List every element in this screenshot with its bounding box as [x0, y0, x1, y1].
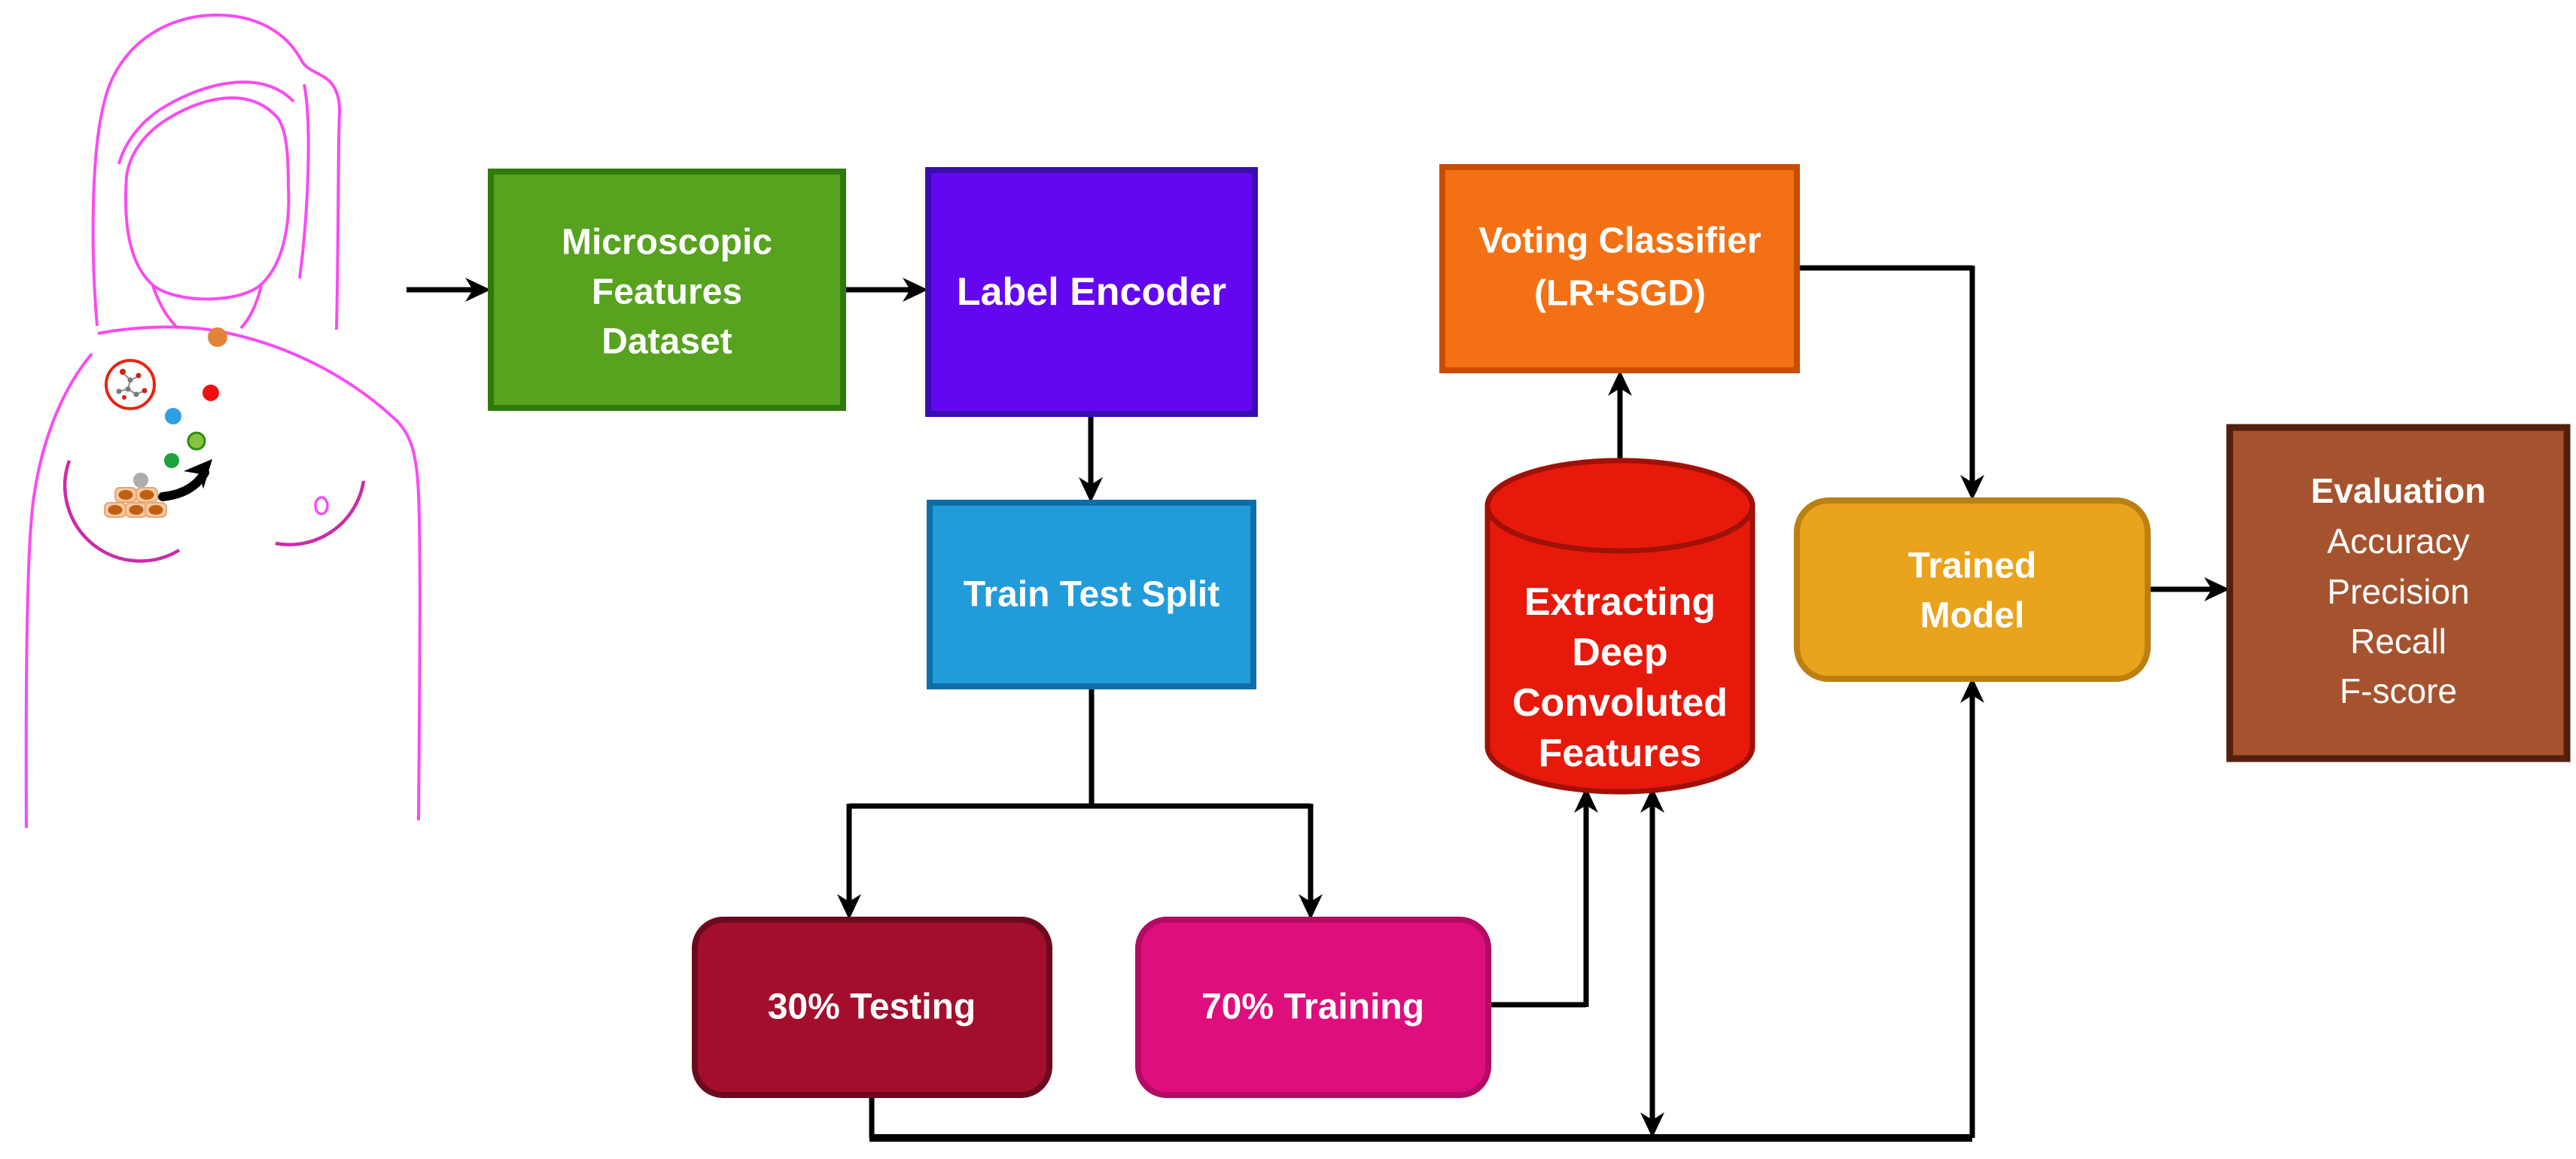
- node-evaluation: Evaluation Accuracy Precision Recall F-s…: [2226, 424, 2571, 762]
- trained-model-label-line: Model: [1920, 596, 2025, 636]
- cell-dot-orange: [208, 327, 227, 347]
- connectors: [406, 265, 2230, 1142]
- tumor-cell: [145, 502, 167, 518]
- arrowhead: [1079, 477, 1103, 503]
- node-voting-classifier: Voting Classifier (LR+SGD): [1439, 164, 1800, 373]
- arrowhead: [1960, 677, 1984, 703]
- curved-arrow-icon: [158, 459, 212, 501]
- dataset-label-line: Microscopic: [562, 223, 772, 263]
- arrowhead: [1608, 370, 1632, 396]
- face-outline: [124, 176, 291, 301]
- node-training-70: 70% Training: [1135, 917, 1491, 1098]
- cell-dot-green: [164, 453, 179, 468]
- neck-right-line: [239, 285, 263, 330]
- node-trained-model: Trained Model: [1794, 497, 2151, 682]
- label-encoder-label: Label Encoder: [957, 270, 1226, 314]
- voting-classifier-label-line: Voting Classifier: [1478, 221, 1761, 261]
- evaluation-metric: Recall: [2350, 622, 2447, 661]
- trained-model-box: [1794, 497, 2151, 682]
- dataset-box: [488, 169, 846, 411]
- node-testing-30: 30% Testing: [692, 917, 1052, 1098]
- tumor-cell: [104, 502, 126, 518]
- cylinder-top: [1484, 458, 1755, 554]
- features-db-label-line: Features: [1539, 732, 1702, 775]
- arrowhead: [1640, 1112, 1664, 1138]
- hair-bang-line-outer: [117, 81, 295, 165]
- train-test-split-label: Train Test Split: [964, 575, 1220, 615]
- features-db-label-line: Extracting: [1524, 580, 1716, 624]
- dataset-label-line: Features: [592, 272, 742, 312]
- neck-left-line: [151, 285, 179, 330]
- evaluation-box: [2226, 424, 2571, 762]
- features-db-label-line: Deep: [1572, 631, 1667, 674]
- torso-left-line: [24, 352, 93, 829]
- tumor-cell: [114, 487, 137, 503]
- dataset-label-line: Dataset: [601, 322, 732, 362]
- cylinder-body: [1484, 503, 1755, 795]
- cell-dot-blue: [165, 408, 181, 424]
- arrowhead: [1574, 787, 1598, 813]
- evaluation-metric: Accuracy: [2327, 522, 2469, 561]
- arrowhead: [1960, 475, 1984, 500]
- cell-dot-lightgreen: [187, 431, 206, 451]
- arrowhead: [837, 894, 861, 920]
- arrowhead: [1640, 787, 1664, 813]
- trained-model-label-line: Trained: [1908, 546, 2037, 586]
- tumor-cell-cluster-icon: [104, 487, 167, 518]
- patient-illustration: [24, 13, 422, 829]
- training-box: [1135, 917, 1491, 1098]
- evaluation-title: Evaluation: [2311, 471, 2486, 510]
- arrowhead: [465, 278, 491, 302]
- training-label: 70% Training: [1201, 987, 1424, 1027]
- cell-dot-red: [202, 385, 219, 401]
- arrowhead: [903, 278, 928, 302]
- evaluation-metric: Precision: [2327, 572, 2469, 611]
- hair-inner-edge: [298, 84, 310, 279]
- hair-bang-line: [125, 96, 290, 187]
- voting-classifier-label-line: (LR+SGD): [1534, 274, 1706, 314]
- train-test-split-box: [927, 500, 1256, 689]
- node-extracting-features-cylinder: Extracting Deep Convoluted Features: [1484, 458, 1755, 795]
- label-encoder-box: [925, 167, 1258, 417]
- tumor-cell: [125, 502, 148, 518]
- evaluation-metric: F-score: [2340, 671, 2457, 710]
- features-db-label-line: Convoluted: [1512, 681, 1728, 725]
- molecule-circle: [105, 359, 156, 410]
- molecule-icon: [105, 359, 156, 410]
- cell-dot-gray: [133, 473, 148, 488]
- hair-outline: [91, 13, 342, 330]
- right-breast-arc: [275, 480, 366, 546]
- tumor-cell: [135, 487, 158, 503]
- node-microscopic-features-dataset: Microscopic Features Dataset: [488, 169, 846, 411]
- voting-classifier-box: [1439, 164, 1800, 373]
- arrowhead: [2204, 577, 2230, 601]
- left-breast-arc: [63, 460, 181, 563]
- testing-label: 30% Testing: [768, 987, 976, 1027]
- testing-box: [692, 917, 1052, 1098]
- nipple-icon: [314, 496, 329, 516]
- arrowhead: [1299, 894, 1323, 920]
- node-label-encoder: Label Encoder: [925, 167, 1258, 417]
- torso-shoulder-line: [97, 325, 422, 821]
- node-train-test-split: Train Test Split: [927, 500, 1256, 689]
